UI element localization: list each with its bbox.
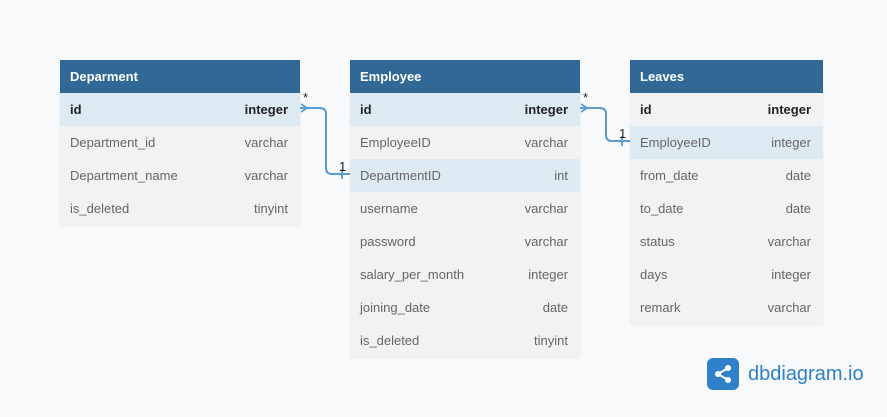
table-row[interactable]: Department_id varchar bbox=[60, 126, 300, 159]
relation-department-employee[interactable]: * 1 bbox=[300, 90, 350, 179]
column-name: password bbox=[360, 234, 416, 249]
table-row[interactable]: is_deleted tinyint bbox=[60, 192, 300, 225]
column-type: integer bbox=[528, 267, 568, 282]
table-header[interactable]: Employee bbox=[350, 60, 580, 93]
table-row[interactable]: username varchar bbox=[350, 192, 580, 225]
table-row[interactable]: id integer bbox=[60, 93, 300, 126]
column-type: varchar bbox=[524, 135, 568, 150]
table-row[interactable]: status varchar bbox=[630, 225, 823, 258]
brand-name: dbdiagram.io bbox=[748, 362, 864, 385]
table-row[interactable]: EmployeeID varchar bbox=[350, 126, 580, 159]
table-header[interactable]: Deparment bbox=[60, 60, 300, 93]
table-department[interactable]: Deparment id integer Department_id varch… bbox=[60, 60, 300, 225]
column-type: varchar bbox=[244, 168, 288, 183]
share-nodes-icon bbox=[707, 358, 739, 390]
column-type: integer bbox=[767, 102, 811, 117]
table-row[interactable]: DepartmentID int bbox=[350, 159, 580, 192]
table-row[interactable]: password varchar bbox=[350, 225, 580, 258]
column-type: integer bbox=[244, 102, 288, 117]
column-name: Department_id bbox=[70, 135, 156, 150]
column-name: status bbox=[640, 234, 675, 249]
column-type: integer bbox=[771, 135, 811, 150]
column-name: remark bbox=[640, 300, 681, 315]
column-name: days bbox=[640, 267, 668, 282]
table-row[interactable]: Department_name varchar bbox=[60, 159, 300, 192]
cardinality-many: * bbox=[583, 90, 588, 105]
column-name: id bbox=[360, 102, 372, 117]
column-name: from_date bbox=[640, 168, 699, 183]
table-row[interactable]: id integer bbox=[350, 93, 580, 126]
table-row[interactable]: id integer bbox=[630, 93, 823, 126]
column-type: varchar bbox=[244, 135, 288, 150]
column-type: varchar bbox=[767, 234, 811, 249]
column-name: salary_per_month bbox=[360, 267, 465, 282]
crowfoot-marker bbox=[300, 103, 309, 113]
table-row[interactable]: remark varchar bbox=[630, 291, 823, 324]
brand-logo[interactable]: dbdiagram.io bbox=[707, 358, 864, 390]
column-name: Department_name bbox=[70, 168, 178, 183]
cardinality-one: 1 bbox=[339, 159, 346, 174]
table-leaves[interactable]: Leaves id integer EmployeeID integer fro… bbox=[630, 60, 823, 324]
column-type: varchar bbox=[767, 300, 811, 315]
column-type: varchar bbox=[524, 234, 568, 249]
relation-employee-leaves[interactable]: * 1 bbox=[580, 90, 630, 146]
column-type: date bbox=[785, 201, 811, 216]
column-type: integer bbox=[771, 267, 811, 282]
table-row[interactable]: joining_date date bbox=[350, 291, 580, 324]
column-name: EmployeeID bbox=[640, 135, 711, 150]
column-type: tinyint bbox=[254, 201, 288, 216]
column-name: is_deleted bbox=[70, 201, 130, 216]
column-name: is_deleted bbox=[360, 333, 420, 348]
crowfoot-marker bbox=[580, 103, 589, 113]
connector-line bbox=[300, 107, 350, 175]
column-type: integer bbox=[524, 102, 568, 117]
column-name: to_date bbox=[640, 201, 684, 216]
table-row[interactable]: is_deleted tinyint bbox=[350, 324, 580, 357]
column-name: EmployeeID bbox=[360, 135, 431, 150]
table-header[interactable]: Leaves bbox=[630, 60, 823, 93]
column-name: id bbox=[70, 102, 82, 117]
table-employee[interactable]: Employee id integer EmployeeID varchar D… bbox=[350, 60, 580, 357]
column-type: varchar bbox=[524, 201, 568, 216]
column-type: tinyint bbox=[534, 333, 568, 348]
table-row[interactable]: from_date date bbox=[630, 159, 823, 192]
cardinality-one: 1 bbox=[619, 126, 626, 141]
column-type: int bbox=[554, 168, 568, 183]
column-name: username bbox=[360, 201, 418, 216]
column-name: joining_date bbox=[360, 300, 431, 315]
table-row[interactable]: EmployeeID integer bbox=[630, 126, 823, 159]
connector-line bbox=[580, 107, 630, 142]
column-name: DepartmentID bbox=[360, 168, 441, 183]
column-type: date bbox=[785, 168, 811, 183]
table-row[interactable]: to_date date bbox=[630, 192, 823, 225]
cardinality-many: * bbox=[303, 90, 308, 105]
table-row[interactable]: salary_per_month integer bbox=[350, 258, 580, 291]
table-row[interactable]: days integer bbox=[630, 258, 823, 291]
column-type: date bbox=[542, 300, 568, 315]
column-name: id bbox=[640, 102, 652, 117]
